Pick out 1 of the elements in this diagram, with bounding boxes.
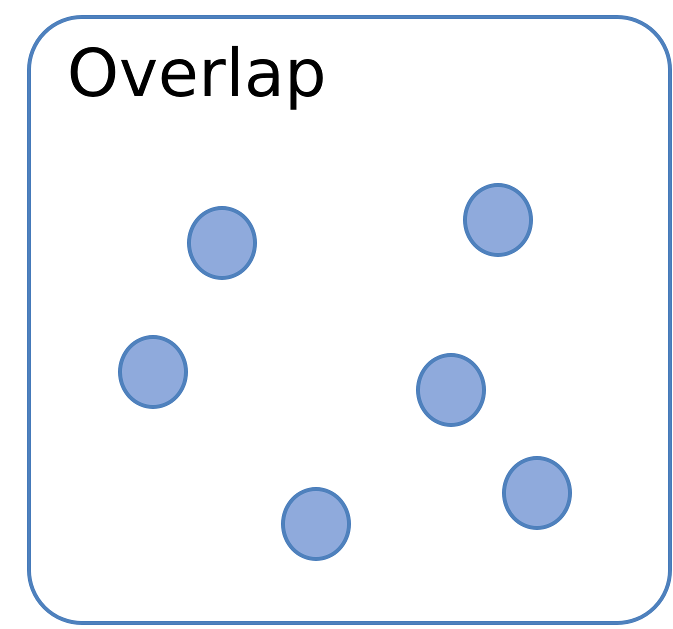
rounded-box xyxy=(27,15,672,625)
